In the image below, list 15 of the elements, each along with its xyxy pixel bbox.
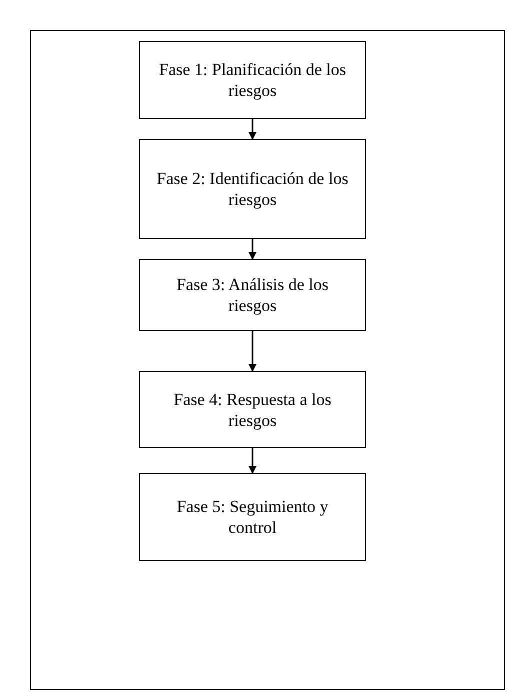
box-text: Fase 3: Análisis de los riesgos xyxy=(175,274,330,316)
arrow xyxy=(248,119,256,140)
process-box xyxy=(139,139,366,239)
box-text: Fase 4: Respuesta a los riesgos xyxy=(172,388,332,430)
box-text: Fase 2: Identificación de los riesgos xyxy=(156,168,349,210)
process-box xyxy=(139,41,366,119)
arrow xyxy=(248,331,256,372)
box-text: Fase 1: Planificación de los riesgos xyxy=(158,59,347,101)
frame-box xyxy=(30,30,505,690)
box-text: Fase 5: Seguimiento y control xyxy=(176,496,330,538)
process-box xyxy=(139,473,366,561)
arrow xyxy=(248,239,256,260)
arrow xyxy=(248,448,256,474)
process-box xyxy=(139,259,366,331)
process-box xyxy=(139,371,366,448)
